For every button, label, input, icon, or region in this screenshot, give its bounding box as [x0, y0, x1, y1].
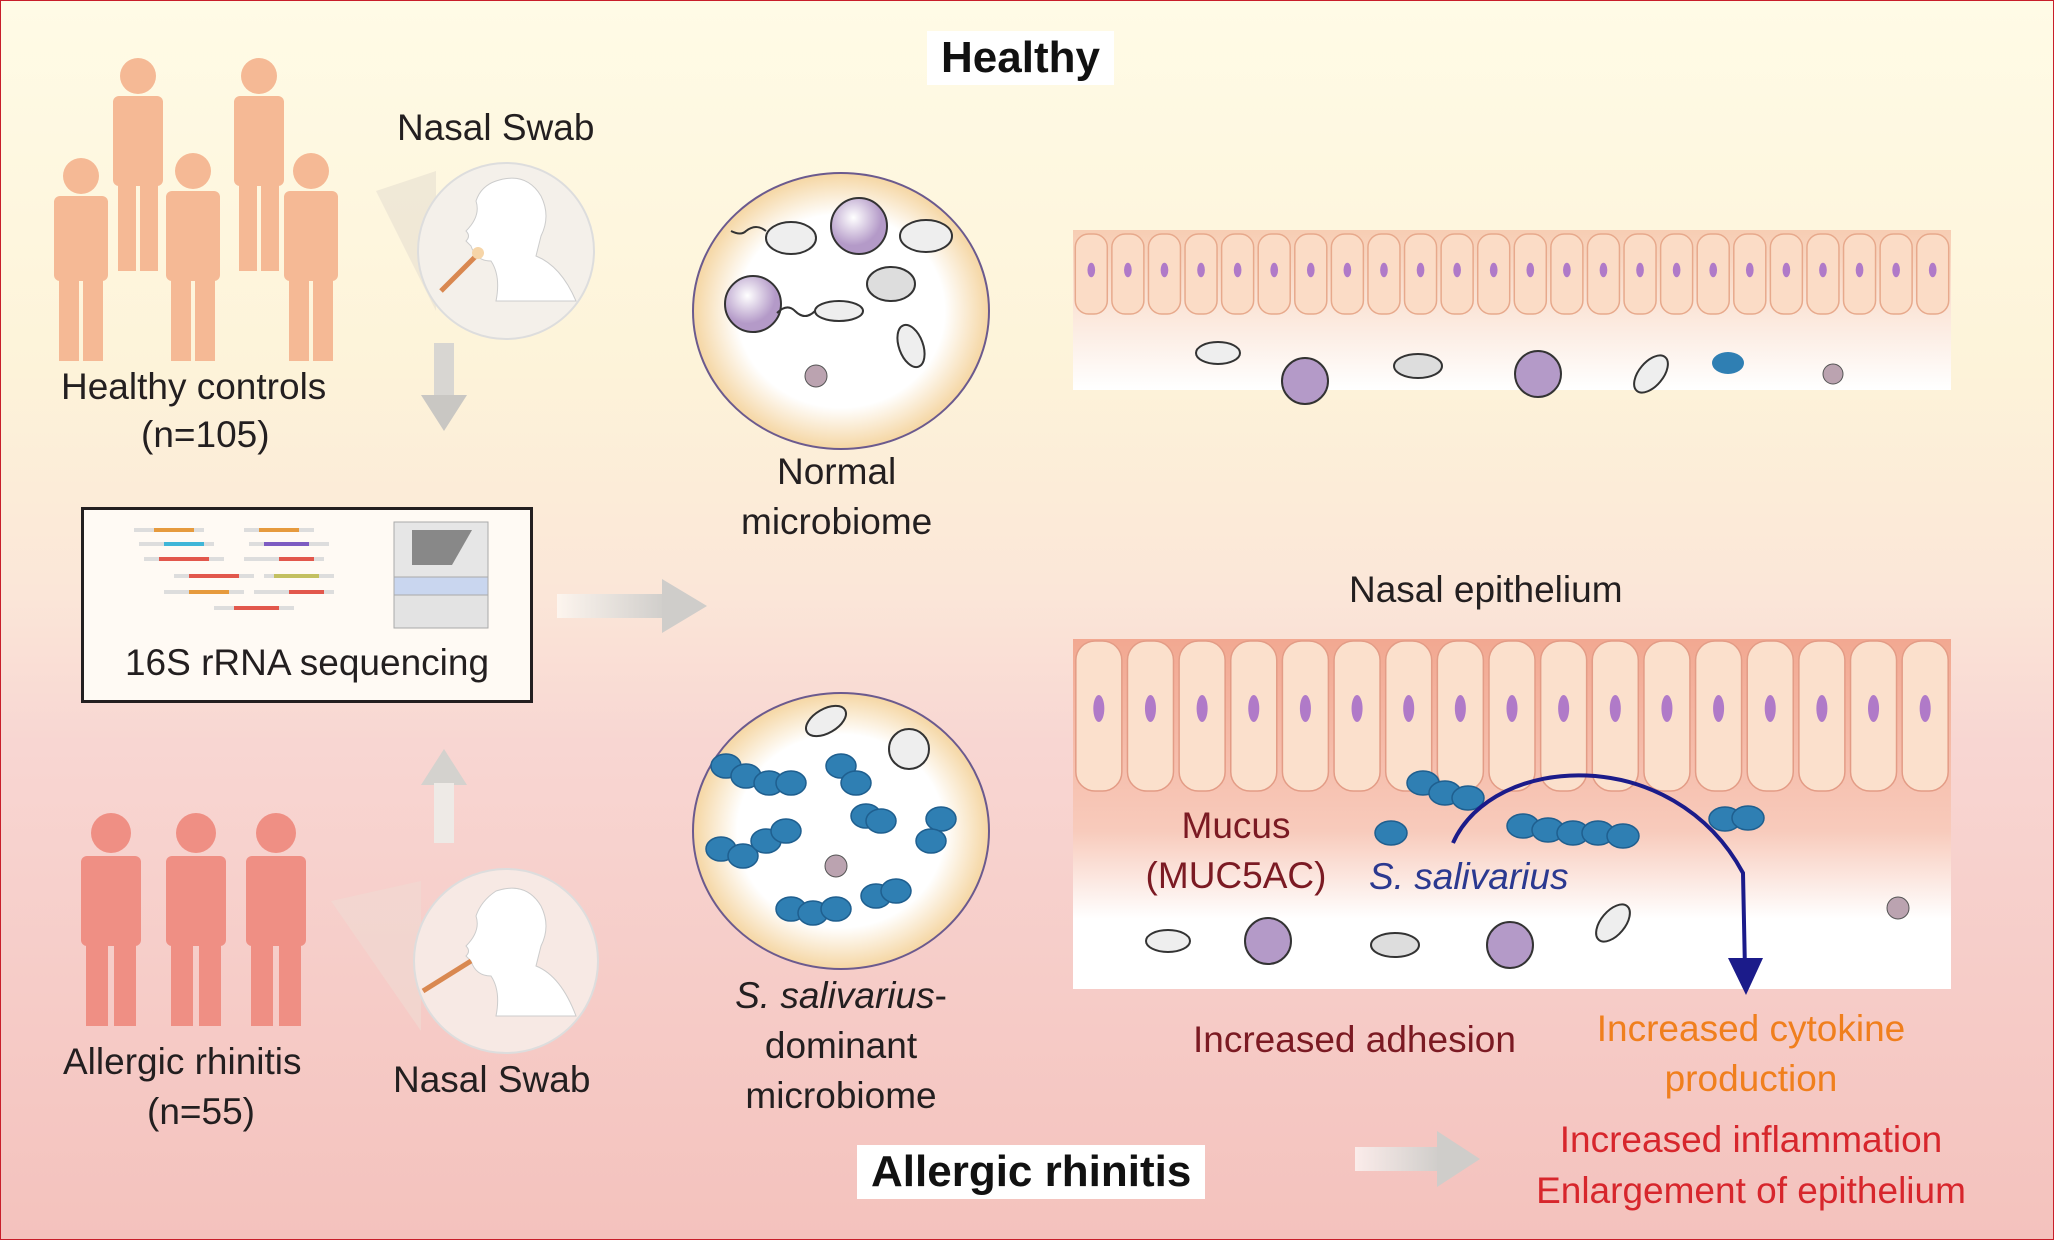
salivarius-chains — [705, 753, 957, 926]
sequencing-box: 16S rRNA sequencing — [81, 507, 533, 703]
cell-nucleus — [1506, 695, 1518, 722]
nasal-swab-bottom-icon — [331, 868, 599, 1054]
healthy-controls-count: (n=105) — [141, 414, 270, 455]
increased-inflammation-label: Increased inflammation — [1559, 1119, 1943, 1160]
cytokine-line2: production — [1664, 1058, 1838, 1099]
mucus-line2: (MUC5AC) — [1145, 855, 1327, 896]
down-arrow-icon — [421, 343, 467, 431]
cell-nucleus — [1661, 695, 1673, 722]
cell-nucleus — [1672, 262, 1681, 278]
sequencing-label: 16S rRNA sequencing — [124, 642, 490, 683]
nasal-epithelium-label: Nasal epithelium — [1349, 569, 1623, 610]
cell-nucleus — [1306, 262, 1315, 278]
mucus-label: Mucus (MUC5AC) — [1126, 801, 1346, 901]
cell-nucleus — [1233, 262, 1242, 278]
cell-nucleus — [1197, 262, 1205, 278]
dna-reads-icon — [134, 528, 334, 610]
cell-nucleus — [1636, 262, 1644, 278]
cell-nucleus — [1160, 262, 1169, 278]
outcome-arrow-icon — [1355, 1131, 1480, 1187]
salivarius-microbiome-circle — [692, 692, 990, 970]
up-arrow-icon — [421, 749, 467, 843]
cell-nucleus — [1816, 695, 1828, 722]
cytokine-label: Increased cytokine production — [1571, 1004, 1931, 1104]
salivarius-adhered — [1374, 770, 1765, 849]
salivarius-italic: S. salivarius — [735, 975, 935, 1016]
salivarius-hyphen: - — [934, 975, 947, 1016]
enlargement-label: Enlargement of epithelium — [1536, 1170, 1966, 1211]
nasal-swab-top-icon — [376, 162, 595, 340]
normal-microbiome-line2: microbiome — [741, 501, 933, 542]
cell-nucleus — [1380, 262, 1388, 278]
nasal-swab-top-label: Nasal Swab — [397, 107, 595, 148]
allergic-people-icon — [81, 813, 306, 1026]
cell-nucleus — [1563, 262, 1571, 278]
cell-nucleus — [1745, 262, 1754, 278]
cell-nucleus — [1782, 262, 1791, 278]
healthy-epithelium — [1073, 230, 1951, 405]
cell-nucleus — [1270, 262, 1279, 278]
salivarius-line3: microbiome — [745, 1075, 937, 1116]
cell-nucleus — [1299, 695, 1311, 722]
cytokine-arrow-icon — [1451, 773, 1747, 972]
allergic-epithelium — [1073, 639, 1951, 995]
bacteria-row-allergic — [1145, 896, 1910, 969]
cell-nucleus — [1124, 262, 1132, 278]
cell-nucleus — [1351, 695, 1363, 722]
sequencer-machine-icon — [393, 521, 489, 629]
cell-nucleus — [1526, 262, 1535, 278]
allergic-rhinitis-group-label: Allergic rhinitis — [63, 1041, 302, 1082]
cell-nucleus — [1087, 262, 1096, 278]
cell-nucleus — [1919, 695, 1931, 722]
cell-nucleus — [1144, 695, 1156, 722]
bacteria-row-healthy — [1195, 341, 1844, 405]
salivarius-microbiome-label: S. salivarius- dominant microbiome — [721, 971, 961, 1121]
cell-nucleus — [1343, 262, 1352, 278]
increased-adhesion-label: Increased adhesion — [1193, 1019, 1516, 1060]
bacteria-cluster-normal — [724, 197, 953, 388]
cell-nucleus — [1599, 262, 1608, 278]
mucus-line1: Mucus — [1181, 805, 1291, 846]
allergic-rhinitis-count: (n=55) — [147, 1091, 255, 1132]
healthy-controls-label: Healthy controls — [61, 366, 327, 407]
cell-nucleus — [1558, 695, 1570, 722]
cell-nucleus — [1403, 695, 1415, 722]
cell-nucleus — [1713, 695, 1725, 722]
cell-nucleus — [1764, 695, 1776, 722]
nasal-swab-bottom-label: Nasal Swab — [393, 1059, 591, 1100]
cell-nucleus — [1453, 262, 1461, 278]
cell-nucleus — [1093, 695, 1105, 722]
normal-microbiome-circle — [692, 172, 990, 450]
healthy-people-icon — [54, 58, 338, 361]
normal-microbiome-line1: Normal — [777, 451, 897, 492]
cell-nucleus — [1196, 695, 1208, 722]
cell-nucleus — [1248, 695, 1260, 722]
cell-nucleus — [1892, 262, 1900, 278]
epithelial-cells-allergic — [1075, 640, 1949, 792]
cell-nucleus — [1416, 262, 1425, 278]
salivarius-label: S. salivarius — [1369, 856, 1569, 897]
cell-nucleus — [1489, 262, 1498, 278]
cell-nucleus — [1868, 695, 1880, 722]
salivarius-line1: S. salivarius- — [735, 975, 947, 1016]
healthy-title: Healthy — [927, 31, 1114, 85]
allergic-title: Allergic rhinitis — [857, 1145, 1206, 1199]
cell-nucleus — [1819, 262, 1827, 278]
cell-nucleus — [1709, 262, 1718, 278]
cell-nucleus — [1609, 695, 1621, 722]
cell-nucleus — [1928, 262, 1937, 278]
right-arrow-icon — [557, 579, 707, 633]
epithelial-cells-healthy — [1074, 233, 1950, 315]
cell-nucleus — [1855, 262, 1864, 278]
salivarius-line2: dominant — [764, 1025, 918, 1066]
cell-nucleus — [1454, 695, 1466, 722]
outcome-label: Increased inflammation Enlargement of ep… — [1491, 1114, 2011, 1216]
cytokine-line1: Increased cytokine — [1596, 1008, 1906, 1049]
